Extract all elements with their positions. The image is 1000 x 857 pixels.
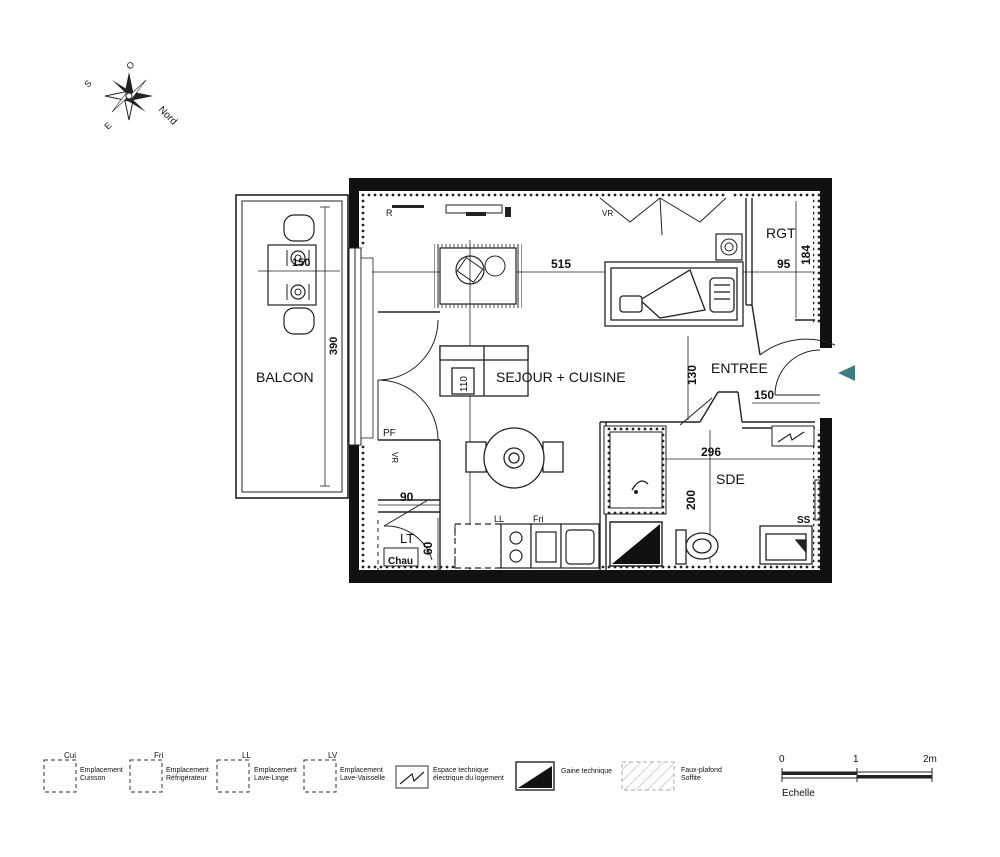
svg-text:Emplacement: Emplacement (166, 767, 209, 774)
svg-text:LV: LV (328, 751, 338, 760)
svg-text:Cui: Cui (64, 751, 76, 760)
scale-0: 0 (779, 754, 785, 765)
room-lt: LT (400, 531, 414, 546)
dim-130: 130 (685, 365, 699, 385)
washer (715, 233, 743, 261)
entrance-marker-icon (838, 365, 855, 381)
room-entree: ENTREE (711, 360, 768, 376)
svg-text:Cuisson: Cuisson (80, 775, 105, 782)
dim-390: 390 (328, 337, 340, 355)
dim-95: 95 (777, 257, 791, 271)
legend-item-refrigerateur: Fri Emplacement Réfrigérateur (129, 751, 209, 793)
legend-item-gaine-technique: Gaine technique (515, 761, 612, 791)
compass-rose: O S E Nord (82, 59, 179, 131)
svg-text:Espace technique: Espace technique (433, 767, 489, 774)
legend-item-espace-technique: Espace technique électrique du logement (395, 765, 504, 789)
svg-text:Emplacement: Emplacement (340, 767, 383, 774)
room-sde: SDE (716, 471, 745, 487)
shower (603, 425, 667, 515)
kitchen-counter (454, 523, 600, 569)
tv-unit (445, 204, 503, 214)
boiler (383, 547, 419, 567)
balcony-chair-top (283, 214, 315, 242)
compass-west: O (124, 59, 136, 71)
svg-text:Gaine technique: Gaine technique (561, 768, 612, 775)
compass-east: E (102, 120, 113, 131)
sofa (439, 345, 529, 397)
compass-north: Nord (156, 104, 179, 127)
fixture-ll: LL (494, 514, 504, 524)
bed-unit (604, 261, 744, 327)
balcony: 390 150 BALCON (235, 194, 349, 499)
scale-2m: 2m (923, 754, 937, 765)
svg-text:Emplacement: Emplacement (254, 767, 297, 774)
sink (759, 525, 813, 565)
room-chau: Chau (388, 556, 413, 567)
room-rgt: RGT (766, 225, 796, 241)
fixture-fri: Fri (533, 514, 544, 524)
dining-table (465, 427, 564, 489)
dim-150: 150 (754, 388, 774, 402)
rug (434, 244, 522, 308)
legend-item-lave-vaisselle: LV Emplacement Lave-Vaisselle (303, 751, 385, 793)
legend-item-cuisson: Cui Emplacement Cuisson (43, 751, 123, 793)
svg-text:Fri: Fri (154, 751, 164, 760)
dim-184: 184 (799, 245, 813, 265)
fixture-r: R (386, 208, 393, 218)
room-balcon: BALCON (256, 369, 314, 385)
compass-south: S (82, 78, 93, 89)
legend-item-lave-linge: LL Emplacement Lave-Linge (216, 751, 297, 793)
room-ss: SS (797, 515, 811, 526)
svg-text:Lave-Linge: Lave-Linge (254, 775, 289, 782)
room-pf: PF (383, 428, 396, 439)
dim-150-top: 150 (292, 257, 310, 269)
toilet (675, 529, 719, 565)
electrical-space (771, 425, 815, 447)
balcony-chair-bottom (283, 307, 315, 335)
scale-label: Echelle (782, 788, 815, 799)
svg-text:Emplacement: Emplacement (80, 767, 123, 774)
dim-200: 200 (684, 490, 698, 510)
svg-text:Réfrigérateur: Réfrigérateur (166, 775, 208, 782)
fixture-vr-top: VR (602, 209, 613, 218)
room-sejour: SEJOUR + CUISINE (496, 369, 626, 385)
legend-item-faux-plafond: Faux-plafond Soffite (621, 761, 722, 791)
svg-text:Faux-plafond: Faux-plafond (681, 767, 722, 774)
dim-90: 90 (400, 490, 414, 504)
doors (377, 197, 836, 561)
legend: Cui Emplacement Cuisson Fri Emplacement … (43, 751, 722, 793)
dim-296: 296 (701, 445, 721, 459)
svg-text:Soffite: Soffite (681, 775, 701, 782)
scale-bar: 0 1 2m Echelle (779, 754, 937, 799)
svg-text:électrique du logement: électrique du logement (433, 775, 504, 782)
fixture-vr-left: VR (390, 452, 399, 463)
svg-text:LL: LL (242, 751, 251, 760)
svg-text:Lave-Vaisselle: Lave-Vaisselle (340, 775, 385, 782)
dim-515: 515 (551, 257, 571, 271)
scale-1: 1 (853, 754, 859, 765)
dim-110: 110 (459, 376, 470, 392)
dim-60: 60 (421, 541, 435, 555)
